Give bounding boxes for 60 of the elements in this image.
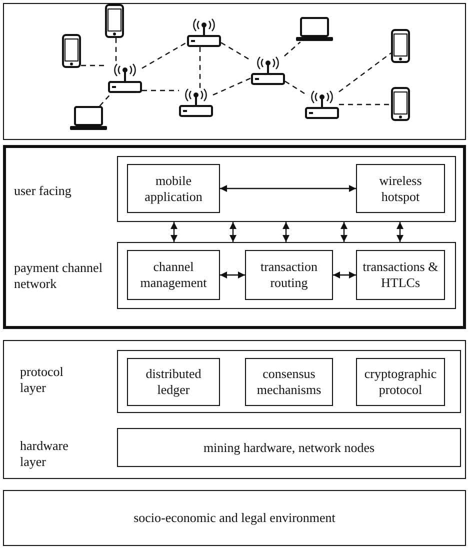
dashed-line [284, 80, 306, 94]
phone-icon [391, 29, 410, 63]
router-icon [179, 88, 213, 117]
dashed-line [284, 42, 301, 56]
dashed-line [99, 92, 112, 106]
box-label: mobile application [144, 172, 204, 204]
process-box [3, 490, 466, 546]
box-label: mining hardware, network nodes [203, 440, 375, 456]
arrow [230, 222, 236, 242]
dashed-line [220, 42, 252, 61]
box-label: transactions & HTLCs [362, 259, 439, 291]
dashed-line [142, 42, 188, 69]
dashed-line [212, 78, 252, 96]
box-label: channel management [139, 259, 208, 291]
box-label: cryptographic protocol [363, 366, 438, 398]
layer-panel [3, 145, 466, 329]
layer-row-box [117, 156, 456, 222]
box-label: socio-economic and legal environment [134, 510, 336, 526]
arrow [340, 222, 348, 242]
layer-label: hardware layer [20, 438, 70, 470]
process-box [245, 250, 333, 300]
layer-label: protocol layer [20, 364, 64, 396]
phone-icon [391, 87, 410, 121]
arrow [282, 222, 290, 242]
network-panel [3, 3, 466, 140]
dashed-line [339, 104, 391, 106]
router-icon [187, 18, 221, 47]
router-icon [305, 90, 339, 119]
layer-row-box [117, 350, 461, 413]
dashed-line [199, 47, 201, 88]
laptop-icon [296, 17, 333, 42]
layer-panel [3, 340, 466, 479]
box-label: consensus mechanisms [256, 366, 322, 398]
arrow [220, 272, 245, 278]
arrow [396, 222, 404, 242]
layer-label: payment channel network [14, 260, 104, 292]
router-icon [251, 56, 285, 85]
process-box [245, 358, 333, 406]
process-box [127, 358, 220, 406]
process-box [356, 358, 445, 406]
box-label: wireless hotspot [378, 172, 423, 204]
dashed-line [115, 38, 117, 63]
box-label: transaction routing [259, 259, 319, 291]
layer-row-box [117, 242, 456, 309]
router-icon [108, 63, 142, 93]
arrow [170, 222, 178, 242]
arrow [333, 272, 356, 278]
phone-icon [105, 4, 124, 38]
process-box [356, 250, 445, 300]
layer-label: user facing [14, 183, 72, 199]
box-label: distributed ledger [144, 366, 202, 398]
arrow [220, 185, 356, 192]
process-box [127, 164, 220, 213]
process-box [117, 428, 461, 467]
phone-icon [62, 34, 81, 68]
laptop-icon [70, 106, 107, 131]
dashed-line [142, 90, 179, 92]
dashed-line [338, 52, 392, 92]
process-box [356, 164, 445, 213]
process-box [127, 250, 220, 300]
